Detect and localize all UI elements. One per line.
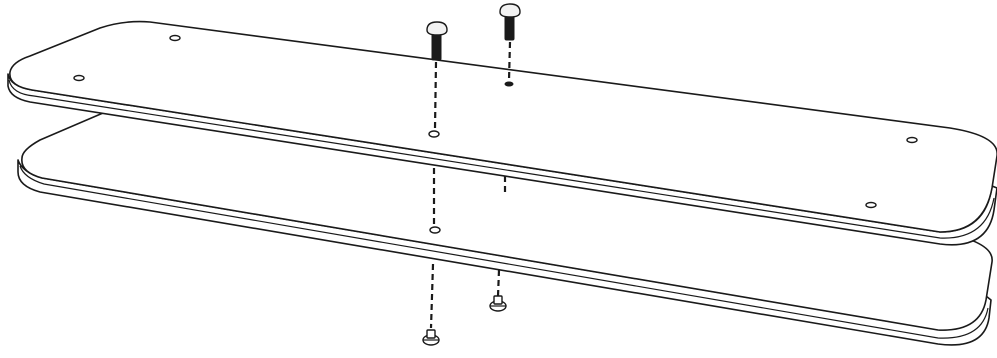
bolt-left-head <box>426 21 448 36</box>
guide-right-lower <box>496 269 501 297</box>
guide-left-upper <box>433 61 438 129</box>
bolt-left-shaft <box>431 33 442 61</box>
upper-plate-hole-6 <box>865 201 877 209</box>
nut-right <box>489 295 507 312</box>
upper-plate-hole-1 <box>169 34 181 42</box>
upper-plate-hole-5 <box>906 136 918 144</box>
guide-right-upper <box>507 41 512 81</box>
nut-left-body <box>426 329 436 339</box>
bolt-right-head <box>499 3 521 18</box>
upper-plate-hole-2 <box>73 74 85 82</box>
upper-plate-edge-line <box>8 79 995 239</box>
guide-left-lower <box>429 263 435 329</box>
lower-plate-edge-line <box>19 165 989 339</box>
nut-right-body <box>493 295 503 305</box>
lower-plate-face <box>21 103 993 331</box>
alignment-guides <box>429 41 512 329</box>
bolt-right-shaft <box>504 15 515 41</box>
bolt-left <box>426 21 448 61</box>
lower-plate-hole-left <box>429 226 441 234</box>
lower-plate <box>17 103 993 346</box>
upper-plate-face <box>9 20 997 233</box>
bolt-right <box>499 3 521 41</box>
upper-plate-hole-3 <box>428 130 440 138</box>
upper-plate <box>7 20 997 246</box>
nut-left <box>422 329 440 346</box>
upper-plate-hole-4 <box>504 81 514 87</box>
